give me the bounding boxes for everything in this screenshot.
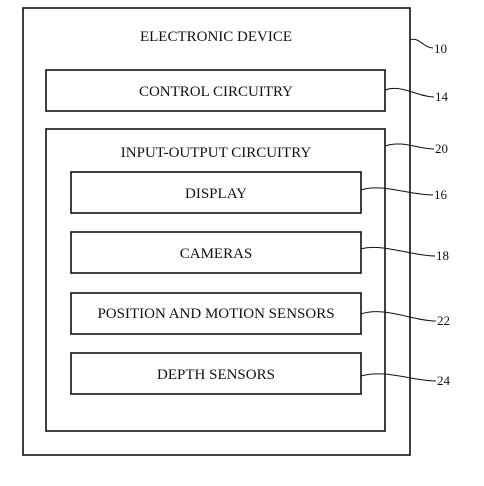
display-label: DISPLAY [185, 186, 247, 202]
cameras-box [70, 231, 362, 274]
depth-sensors-label: DEPTH SENSORS [157, 367, 275, 383]
position-motion-sensors-label: POSITION AND MOTION SENSORS [97, 306, 334, 322]
control-circuitry-box [45, 69, 386, 112]
electronic-device-label: ELECTRONIC DEVICE [140, 29, 292, 45]
ref-number-22: 22 [437, 313, 450, 328]
ref-leader-10 [409, 38, 434, 49]
ref-number-10: 10 [434, 41, 447, 56]
input-output-circuitry-label: INPUT-OUTPUT CIRCUITRY [121, 145, 312, 161]
ref-leader-20 [384, 143, 435, 150]
cameras-label: CAMERAS [180, 246, 253, 262]
depth-sensors-box [70, 352, 362, 395]
ref-leader-18 [360, 246, 436, 257]
ref-number-24: 24 [437, 373, 451, 388]
control-circuitry-label: CONTROL CIRCUITRY [139, 84, 293, 100]
ref-number-20: 20 [435, 141, 448, 156]
ref-leader-24 [360, 373, 437, 382]
position-motion-sensors-box [70, 292, 362, 335]
ref-number-18: 18 [436, 248, 449, 263]
display-box [70, 171, 362, 214]
ref-leader-14 [384, 88, 435, 98]
ref-number-16: 16 [434, 187, 448, 202]
ref-number-14: 14 [435, 89, 449, 104]
ref-leader-16 [360, 187, 434, 196]
ref-leader-22 [360, 311, 437, 322]
